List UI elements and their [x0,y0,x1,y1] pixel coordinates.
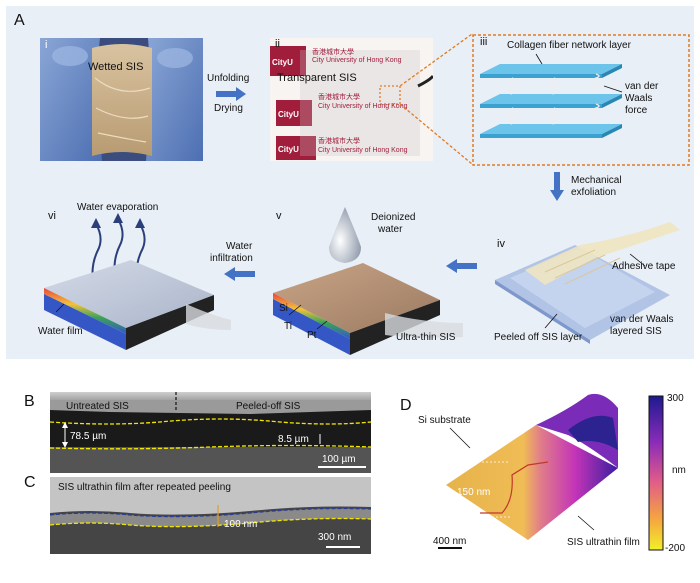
deionized-label-2: water [378,224,403,235]
vdw-force-label-2: Waals [625,93,653,104]
ultra-thin-sis-label: Ultra-thin SIS [396,332,456,343]
deionized-label-1: Deionized [371,212,416,223]
exfoliation-label-1: Mechanical [571,175,622,186]
panel-b-sem-image [50,392,371,473]
arrow-iv-to-v-icon [446,259,477,273]
zoom-lines [400,34,473,165]
cityu-logo-2: CityU [278,110,299,119]
step-iv-numeral: iv [497,238,505,250]
cityu-cn-3: 香港城市大學 [318,138,360,145]
infiltration-label-1: Water [226,241,253,252]
colorbar-min: -200 [665,543,686,554]
step-150nm-label: 150 nm [457,487,491,498]
water-drop-illustration [273,207,463,355]
exfoliation-arrow-icon [550,172,564,201]
exfoliation-label-2: exfoliation [571,187,617,198]
wetted-sis-label: Wetted SIS [88,61,144,73]
si-label: Si [279,303,288,314]
cityu-en-2: City University of Hong Kong [318,103,408,110]
cityu-cn-2: 香港城市大學 [318,94,360,101]
cityu-logo-3: CityU [278,145,299,154]
colorbar-unit: nm [672,465,686,476]
scale-bar-b-label: 100 µm [322,454,356,465]
panel-c-letter: C [24,474,36,491]
infiltration-label-2: infiltration [210,253,253,264]
panel-b-letter: B [24,393,35,410]
panel-c-sem-image [50,477,371,554]
water-evaporation-illustration [44,213,231,350]
drying-label: Drying [214,103,243,114]
vdw-force-label-1: van der [625,81,659,92]
ti-label: Ti [284,321,292,332]
step-v-numeral: v [276,210,282,222]
cityu-en-3: City University of Hong Kong [318,147,408,154]
peeled-off-sis-label: Peeled-off SIS [236,401,301,412]
unfolding-label: Unfolding [207,73,250,84]
collagen-label: Collagen fiber network layer [507,40,631,51]
peeled-sis-label: Peeled off SIS layer [494,332,583,343]
vdw-layered-label-1: van der Waals [610,314,674,325]
untreated-sis-label: Untreated SIS [66,401,129,412]
adhesive-tape-label: Adhesive tape [612,261,676,272]
arrow-v-to-vi-icon [224,267,255,281]
transparent-sis-label: Transparent SIS [277,72,357,84]
sis-ultrathin-film-label: SIS ultrathin film [567,537,640,548]
vdw-layered-label-2: layered SIS [610,326,662,337]
colorbar-max: 300 [667,393,684,404]
thickness-8-label: 8.5 µm [278,434,309,445]
scale-bar-c-label: 300 nm [318,532,352,543]
transparent-sis-photo [270,38,433,161]
step-vi-numeral: vi [48,210,56,222]
cityu-en-1: City University of Hong Kong [312,57,402,64]
water-evaporation-label: Water evaporation [77,202,159,213]
panel-a-letter: A [14,12,25,29]
panel-d-letter: D [400,397,412,414]
wetted-sis-photo [40,38,203,161]
water-film-label: Water film [38,326,83,337]
thickness-100nm-label: 100 nm [224,519,258,530]
step-iii-numeral: iii [480,36,488,48]
step-i-numeral: i [45,39,48,51]
cityu-cn-1: 香港城市大學 [312,49,354,56]
repeated-peeling-label: SIS ultrathin film after repeated peelin… [58,482,231,493]
step-ii-numeral: ii [275,38,280,50]
height-colorbar [648,395,664,551]
vdw-force-label-3: force [625,105,648,116]
unfold-arrow-icon [216,87,246,101]
cityu-logo-1: CityU [272,58,293,67]
afm-3d-map [438,393,618,549]
collagen-layer-model [472,34,690,166]
scale-bar-d-label: 400 nm [433,536,467,547]
pt-label: Pt [307,330,317,341]
thickness-78-label: 78.5 µm [70,431,107,442]
tape-peeling-illustration [495,222,680,344]
si-substrate-label: Si substrate [418,415,471,426]
